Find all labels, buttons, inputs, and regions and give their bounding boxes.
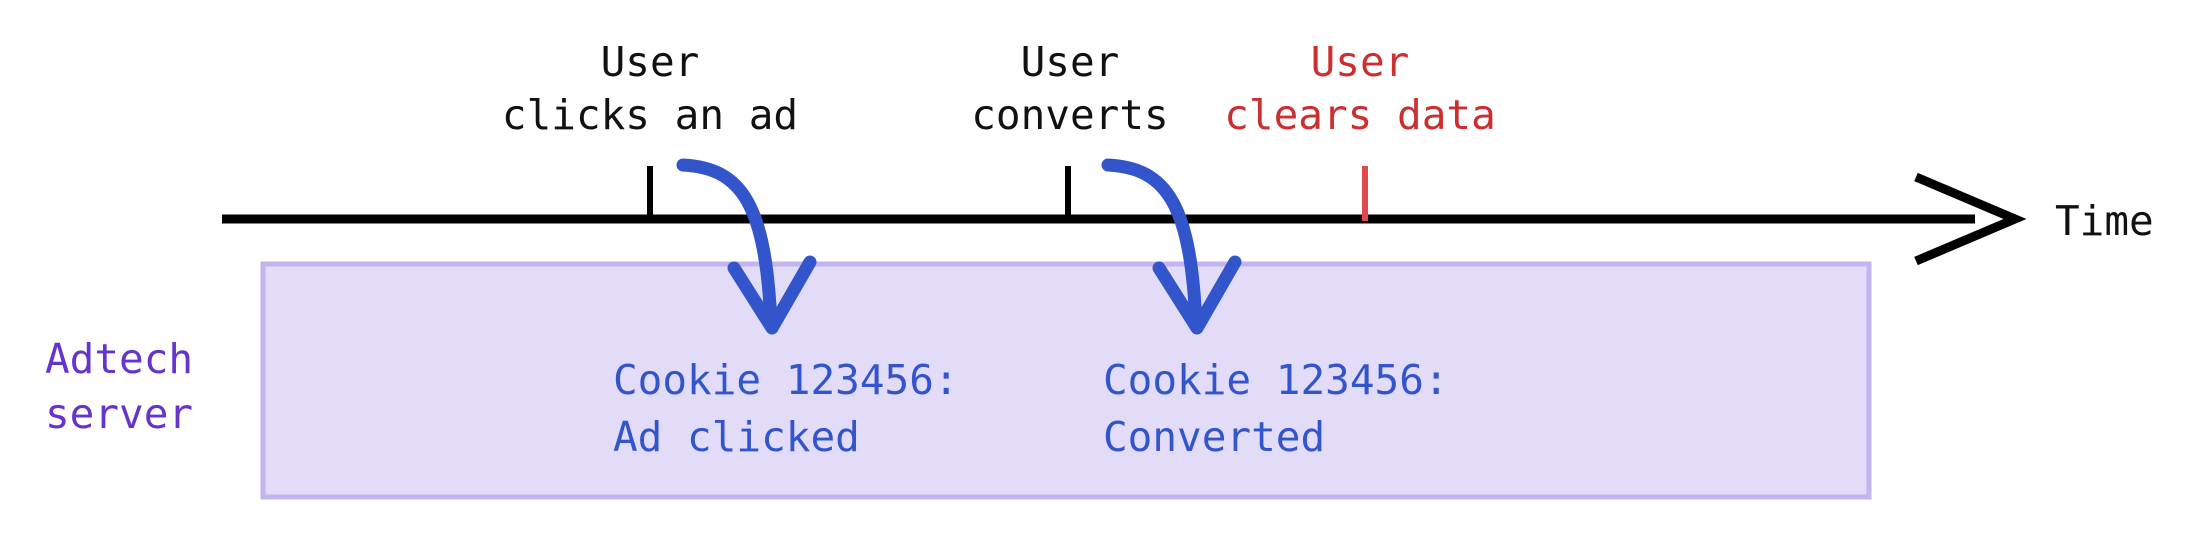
curved-arrow-converted-head-icon [1152, 255, 1242, 335]
event-label-user-converts: User converts [830, 36, 1310, 143]
curved-arrow-ad-clicked [676, 158, 778, 332]
event-label-user-clicks-ad-line2: clicks an ad [501, 91, 799, 140]
server-message-ad-clicked: Cookie 123456: Ad clicked [613, 352, 1133, 465]
event-label-user-converts-line1: User [1020, 38, 1120, 86]
adtech-server-label-line1: Adtech [45, 335, 194, 383]
event-label-user-clicks-ad: User clicks an ad [410, 36, 890, 143]
adtech-server-panel [260, 261, 1872, 500]
server-message-ad-clicked-line2: Ad clicked [613, 412, 860, 461]
time-axis-label: Time [2055, 197, 2154, 245]
event-label-user-converts-line2: converts [971, 91, 1169, 140]
server-message-ad-clicked-line1: Cookie 123456: [613, 356, 959, 404]
event-label-user-clears-data: User clears data [1120, 36, 1600, 143]
server-message-converted-line1: Cookie 123456: [1103, 356, 1449, 404]
curved-arrow-ad-clicked-head-icon [727, 255, 817, 335]
server-message-converted: Cookie 123456: Converted [1103, 352, 1623, 465]
event-label-user-clears-data-line1: User [1310, 38, 1410, 86]
adtech-server-label: Adtech server [45, 332, 260, 441]
server-message-converted-line2: Converted [1103, 412, 1326, 461]
curved-arrow-converted [1101, 158, 1203, 332]
event-label-user-clears-data-line2: clears data [1224, 91, 1496, 140]
event-label-user-clicks-ad-line1: User [600, 38, 700, 86]
timeline-arrowhead-icon [1914, 172, 2027, 266]
adtech-server-label-line2: server [45, 389, 194, 438]
